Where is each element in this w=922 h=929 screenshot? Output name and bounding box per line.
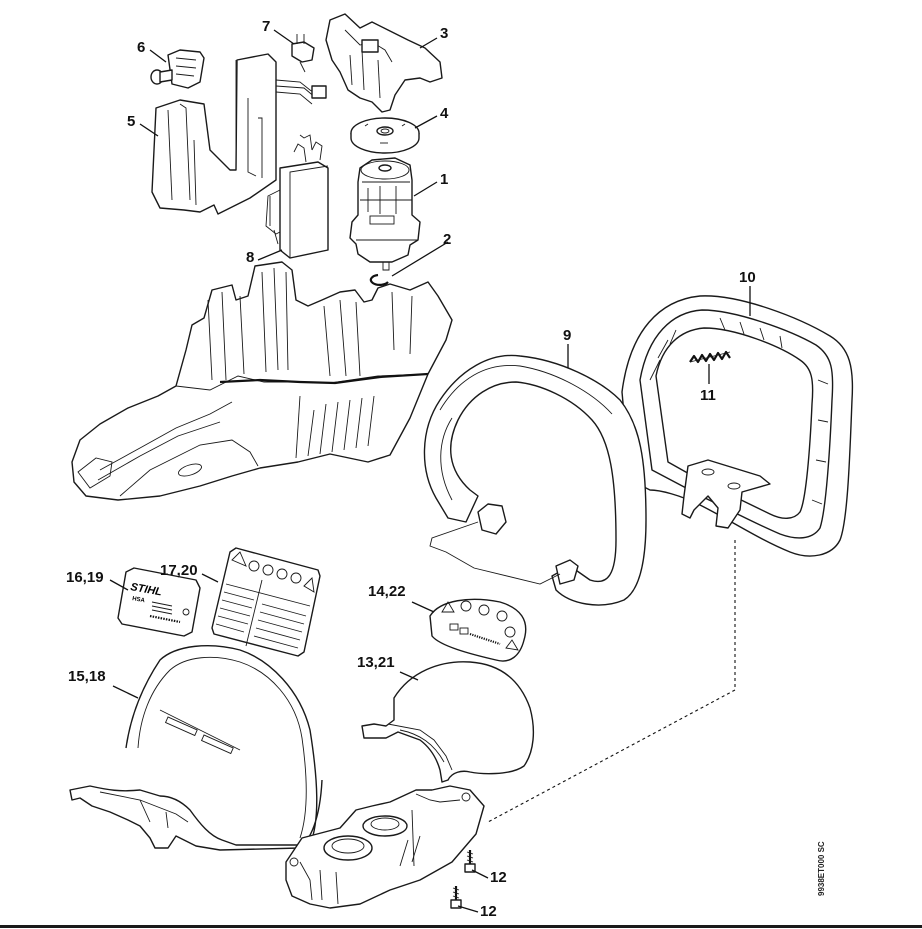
callout-14-22: 14,22 [368, 583, 406, 600]
part-main-housing [71, 261, 453, 501]
part-motor-cover [325, 13, 443, 113]
callout-12-lower: 12 [480, 903, 497, 920]
callout-4: 4 [440, 105, 449, 122]
part-switch [150, 49, 205, 89]
part-warning-label-large [211, 547, 321, 657]
callout-16-19: 16,19 [66, 569, 104, 586]
part-motor [349, 157, 421, 271]
part-housing-shell-small [361, 661, 535, 783]
callout-17-20: 17,20 [160, 562, 198, 579]
callout-12-upper: 12 [490, 869, 507, 886]
callout-10: 10 [739, 269, 756, 286]
part-model-plate: STIHL HSA [117, 567, 201, 637]
leader-lines [109, 29, 751, 913]
part-gearbox-housing [285, 785, 485, 909]
drawing-code: 9938ET000 SC [817, 841, 826, 896]
bottom-border-line [0, 925, 922, 928]
part-front-handle [423, 354, 647, 606]
callout-3: 3 [440, 25, 449, 42]
callout-8: 8 [246, 249, 255, 266]
callout-5: 5 [127, 113, 136, 130]
callout-15-18: 15,18 [68, 668, 106, 685]
part-warning-label-small [429, 598, 527, 662]
part-screw-lower [450, 886, 462, 909]
part-electronic-module [265, 134, 329, 259]
callout-6: 6 [137, 39, 146, 56]
part-contact-terminal [291, 34, 315, 73]
part-control-board-housing [151, 53, 327, 215]
callout-1: 1 [440, 171, 449, 188]
callout-11: 11 [700, 387, 716, 404]
label-brand-text: STIHL [129, 581, 163, 598]
part-washer-disc [350, 117, 420, 154]
assembly-line [487, 540, 736, 823]
callout-2: 2 [443, 231, 452, 248]
callout-13-21: 13,21 [357, 654, 395, 671]
part-housing-shell-large [69, 645, 323, 851]
callout-7: 7 [262, 18, 271, 35]
part-compression-spring [689, 350, 731, 364]
part-handle-guard-frame [621, 295, 854, 557]
part-retaining-ring [369, 273, 389, 286]
label-model-text: HSA [132, 596, 146, 604]
callout-9: 9 [563, 327, 572, 344]
part-screw-upper [464, 850, 476, 873]
